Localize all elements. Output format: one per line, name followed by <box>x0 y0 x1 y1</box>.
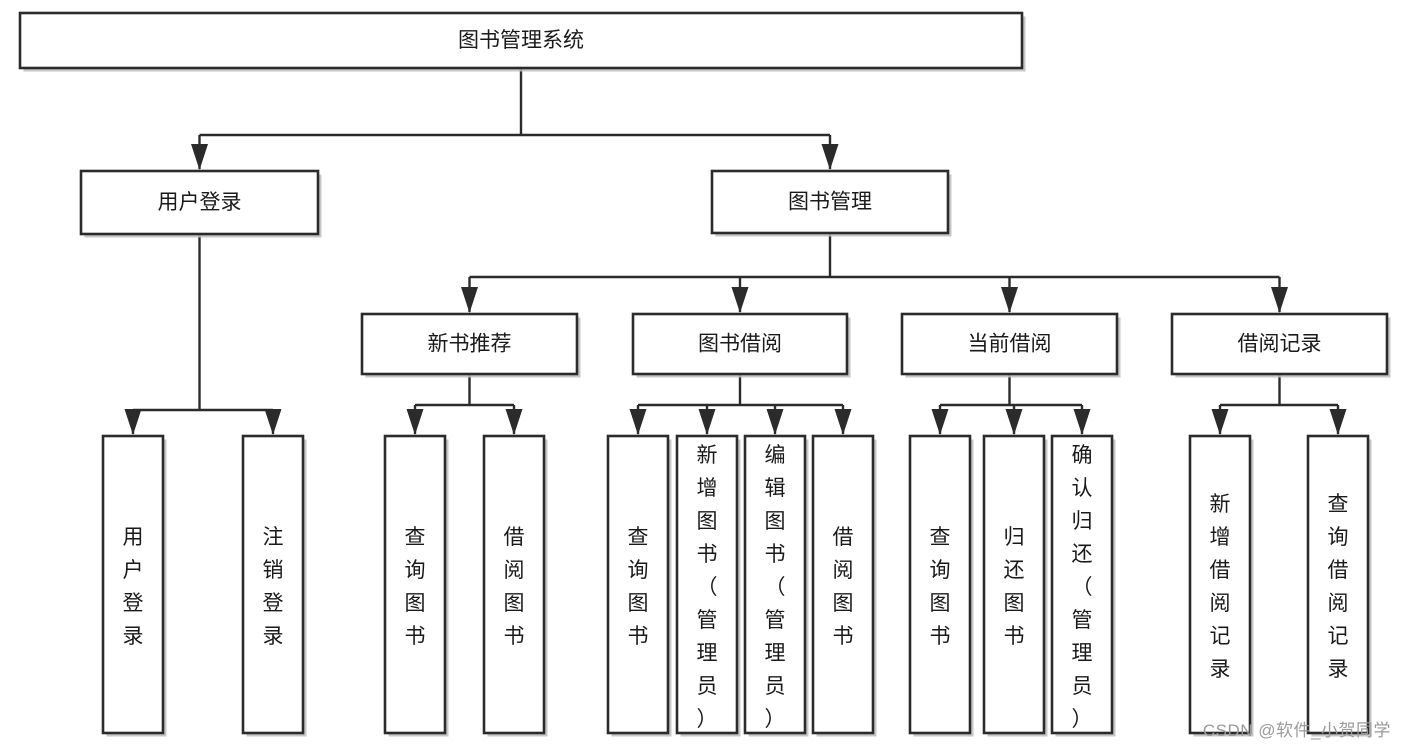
node-leaf-query-record[interactable]: 查询借阅记录 <box>1306 434 1372 737</box>
node-label: 查询图书 <box>930 526 951 648</box>
node-leaf-query-book-1[interactable]: 查询图书 <box>383 434 449 737</box>
box-outline <box>1188 434 1252 735</box>
arrow-to-leaf-confirm-return <box>1073 409 1091 435</box>
node-label: 新增图书（管理员） <box>697 444 718 731</box>
box-outline <box>900 312 1119 376</box>
node-label: 用户登录 <box>123 526 144 648</box>
arrow-to-leaf-query-book-1 <box>406 409 424 435</box>
node-leaf-return-book[interactable]: 归还图书 <box>982 434 1048 737</box>
node-label: 图书管理 <box>788 191 872 214</box>
box-outline <box>18 11 1024 70</box>
arrow-to-level2-3 <box>1271 287 1288 313</box>
node-label: 借阅图书 <box>833 526 854 648</box>
arrow-to-level2-1 <box>731 287 749 313</box>
box-outline <box>982 434 1046 735</box>
node-leaf-add-record[interactable]: 新增借阅记录 <box>1188 434 1254 737</box>
node-label: 查询图书 <box>405 526 426 648</box>
node-root-book-management-system[interactable]: 图书管理系统 <box>18 11 1026 72</box>
arrow-to-level1-1 <box>821 144 839 170</box>
box-outline <box>811 434 875 735</box>
arrow-to-leaf-return-book <box>1005 409 1023 435</box>
arrow-to-leaf-add-record <box>1211 409 1229 435</box>
arrow-to-level2-0 <box>461 287 478 313</box>
node-label: 当前借阅 <box>968 333 1052 356</box>
node-label: 确认归还（管理员） <box>1072 444 1093 731</box>
node-label: 新书推荐 <box>428 333 512 356</box>
node-leaf-borrow-book-1[interactable]: 借阅图书 <box>482 434 548 737</box>
arrow-to-leaf-query-record <box>1329 409 1347 435</box>
node-leaf-logout[interactable]: 注销登录 <box>241 434 307 737</box>
arrow-to-leaf-borrow-book-2 <box>834 409 852 435</box>
arrow-to-leaf-query-book-3 <box>931 409 949 435</box>
box-outline <box>1170 312 1389 376</box>
node-label: 图书借阅 <box>698 333 782 356</box>
node-leaf-query-book-3[interactable]: 查询图书 <box>908 434 974 737</box>
node-book-borrow[interactable]: 图书借阅 <box>631 312 851 378</box>
arrow-to-leaf-borrow-book-1 <box>505 409 523 435</box>
node-current-borrow[interactable]: 当前借阅 <box>900 312 1121 378</box>
node-new-book-rec[interactable]: 新书推荐 <box>360 312 581 378</box>
edge-layer <box>124 68 1347 435</box>
box-outline <box>241 434 305 735</box>
box-outline <box>606 434 670 735</box>
box-outline <box>743 434 807 735</box>
node-label: 借阅记录 <box>1238 333 1322 356</box>
node-leaf-query-book-2[interactable]: 查询图书 <box>606 434 672 737</box>
node-label: 归还图书 <box>1004 526 1025 648</box>
box-outline <box>1306 434 1370 735</box>
node-label: 用户登录 <box>158 191 242 214</box>
box-outline <box>710 169 950 235</box>
box-outline <box>79 169 320 236</box>
node-label: 借阅图书 <box>504 526 525 648</box>
node-user-login[interactable]: 用户登录 <box>79 169 322 238</box>
arrow-to-level1-0 <box>191 144 208 170</box>
node-leaf-user-login[interactable]: 用户登录 <box>101 434 167 737</box>
node-label: 图书管理系统 <box>458 29 584 52</box>
node-label: 查询借阅记录 <box>1328 493 1349 681</box>
node-label: 注销登录 <box>263 526 284 648</box>
node-book-manage[interactable]: 图书管理 <box>710 169 952 237</box>
node-layer: 图书管理系统用户登录图书管理新书推荐图书借阅当前借阅借阅记录用户登录注销登录查询… <box>18 11 1391 737</box>
node-label: 查询图书 <box>628 526 649 648</box>
node-label: 新增借阅记录 <box>1210 493 1231 681</box>
box-outline <box>383 434 447 735</box>
node-leaf-edit-book[interactable]: 编辑图书（管理员） <box>743 434 809 737</box>
node-borrow-record[interactable]: 借阅记录 <box>1170 312 1391 378</box>
box-outline <box>908 434 972 735</box>
node-leaf-borrow-book-2[interactable]: 借阅图书 <box>811 434 877 737</box>
arrow-to-leaf-edit-book <box>766 409 784 435</box>
box-outline <box>631 312 849 376</box>
arrow-to-leaf-user-login <box>124 409 142 435</box>
box-outline <box>360 312 579 376</box>
node-leaf-confirm-return[interactable]: 确认归还（管理员） <box>1050 434 1116 737</box>
arrow-to-leaf-logout <box>264 409 282 435</box>
box-outline <box>1050 434 1114 735</box>
arrow-to-leaf-query-book-2 <box>629 409 647 435</box>
arrow-to-leaf-add-book <box>698 409 716 435</box>
arrow-to-level2-2 <box>1001 287 1018 313</box>
box-outline <box>101 434 165 735</box>
node-leaf-add-book[interactable]: 新增图书（管理员） <box>675 434 741 737</box>
box-outline <box>482 434 546 735</box>
box-outline <box>675 434 739 735</box>
node-label: 编辑图书（管理员） <box>765 444 786 731</box>
